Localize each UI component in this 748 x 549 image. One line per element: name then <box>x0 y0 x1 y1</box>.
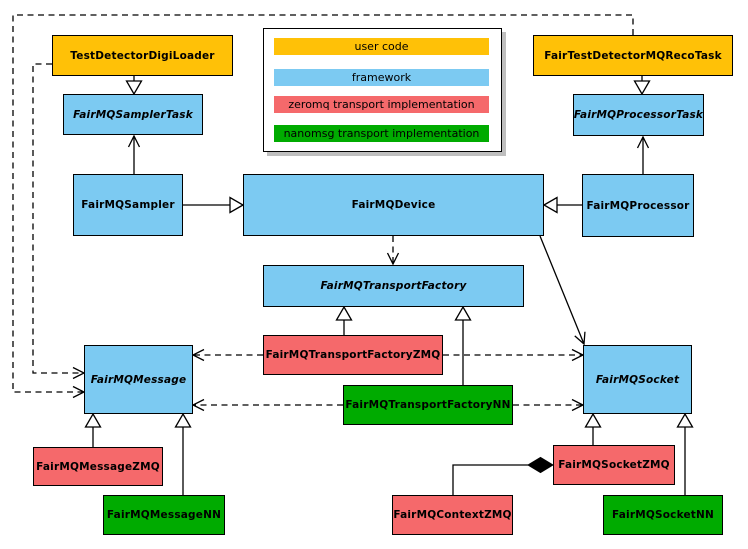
legend-panel: user code framework zeromq transport imple… <box>263 28 502 152</box>
hollow-triangle-arrowhead-icon <box>633 80 651 96</box>
edge-inherit-fairmqsocketzmq-fairmqsocket <box>584 412 602 445</box>
hollow-triangle-arrowhead-icon <box>125 80 143 96</box>
legend-item-label: framework <box>351 71 412 84</box>
edge-dep-fairmqtransportfactoryzmq-fairmqsocket <box>443 348 585 362</box>
edge-inherit-fairmqprocessor-fairmqdevice <box>542 196 582 214</box>
edge-assoc-fairmqdevice-fairmqsocket <box>539 235 586 346</box>
node-label-fairmqdevice: FairMQDevice <box>351 199 436 211</box>
node-fairmqmessage: FairMQMessage <box>84 345 193 414</box>
edge-inherit-fairmqmessagenn-fairmqmessage <box>174 412 192 495</box>
edge-dep-fairmqdevice-fairmqtransportfactory <box>386 236 400 266</box>
legend-item-nanomsg: nanomsg transport implementation <box>274 125 489 142</box>
node-fairmqmessagezmq: FairMQMessageZMQ <box>33 447 163 486</box>
legend-item-label: user code <box>354 40 409 53</box>
filled-diamond-icon <box>527 456 554 474</box>
legend-item-user_code: user code <box>274 38 489 55</box>
edge-line <box>539 235 585 345</box>
edge-inherit-fairmqtransportfactoryzmq-fairmqtransportfactory <box>335 305 353 335</box>
legend-item-label: nanomsg transport implementation <box>283 127 480 140</box>
edge-inherit-fairtestdetectormqrecotask-fairmqprocessortask <box>633 76 651 96</box>
hollow-triangle-arrowhead-icon <box>335 305 353 321</box>
legend-item-label: zeromq transport implementation <box>288 98 475 111</box>
edge-inherit-fairmqtransportfactorynn-fairmqtransportfactory <box>454 305 472 385</box>
node-label-testdetectordigiloader: TestDetectorDigiLoader <box>70 49 215 62</box>
edge-inherit-testdetectordigiloader-fairmqsamplertask <box>125 76 143 96</box>
node-label-fairmqsocket: FairMQSocket <box>595 373 680 386</box>
node-fairmqsampler: FairMQSampler <box>73 174 183 236</box>
node-fairmqdevice: FairMQDevice <box>243 174 544 236</box>
edge-dep-fairmqtransportfactorynn-fairmqsocket <box>513 398 585 412</box>
hollow-triangle-arrowhead-icon <box>542 196 558 214</box>
edge-inherit-fairmqsocketnn-fairmqsocket <box>676 412 694 495</box>
node-label-fairmqmessagezmq: FairMQMessageZMQ <box>36 460 160 473</box>
node-fairmqsocket: FairMQSocket <box>583 345 692 414</box>
hollow-triangle-arrowhead-icon <box>584 412 602 428</box>
node-label-fairmqprocessortask: FairMQProcessorTask <box>573 109 704 121</box>
node-label-fairmqtransportfactorynn: FairMQTransportFactoryNN <box>345 399 511 411</box>
node-label-fairmqtransportfactoryzmq: FairMQTransportFactoryZMQ <box>265 349 441 361</box>
open-arrowhead-icon <box>191 348 205 362</box>
node-label-fairmqmessagenn: FairMQMessageNN <box>106 509 222 521</box>
edge-assoc-fairmqprocessor-fairmqprocessortask <box>636 135 650 174</box>
edge-assoc-fairmqsampler-fairmqsamplertask <box>127 134 141 174</box>
legend-item-framework: framework <box>274 69 489 86</box>
node-fairmqtransportfactorynn: FairMQTransportFactoryNN <box>343 385 513 425</box>
edge-line <box>452 464 528 495</box>
node-label-fairtestdetectormqrecotask: FairTestDetectorMQRecoTask <box>544 49 722 62</box>
node-fairmqtransportfactoryzmq: FairMQTransportFactoryZMQ <box>263 335 443 375</box>
hollow-triangle-arrowhead-icon <box>676 412 694 428</box>
edge-dep-fairmqtransportfactorynn-fairmqmessage <box>191 398 343 412</box>
node-label-fairmqtransportfactory: FairMQTransportFactory <box>320 280 467 292</box>
node-fairmqprocessor: FairMQProcessor <box>582 174 694 237</box>
node-fairmqcontextzmq: FairMQContextZMQ <box>392 495 513 535</box>
node-label-fairmqcontextzmq: FairMQContextZMQ <box>393 509 512 521</box>
hollow-triangle-arrowhead-icon <box>454 305 472 321</box>
open-arrowhead-icon <box>386 252 400 266</box>
edge-dep-fairmqtransportfactoryzmq-fairmqmessage <box>191 348 263 362</box>
node-testdetectordigiloader: TestDetectorDigiLoader <box>52 35 233 76</box>
node-fairmqsocketzmq: FairMQSocketZMQ <box>553 445 675 485</box>
node-fairmqsamplertask: FairMQSamplerTask <box>63 94 203 135</box>
node-label-fairmqmessage: FairMQMessage <box>90 373 187 386</box>
edge-inherit-fairmqsampler-fairmqdevice <box>183 196 245 214</box>
hollow-triangle-arrowhead-icon <box>84 412 102 428</box>
node-fairtestdetectormqrecotask: FairTestDetectorMQRecoTask <box>533 35 733 76</box>
edge-line <box>12 14 634 393</box>
node-label-fairmqsocketnn: FairMQSocketNN <box>611 509 714 521</box>
node-fairmqsocketnn: FairMQSocketNN <box>603 495 723 535</box>
edge-inherit-fairmqmessagezmq-fairmqmessage <box>84 412 102 447</box>
node-label-fairmqsampler: FairMQSampler <box>81 199 175 211</box>
edge-line <box>32 63 84 374</box>
node-fairmqprocessortask: FairMQProcessorTask <box>573 94 704 136</box>
hollow-triangle-arrowhead-icon <box>174 412 192 428</box>
hollow-triangle-arrowhead-icon <box>229 196 245 214</box>
node-fairmqtransportfactory: FairMQTransportFactory <box>263 265 524 307</box>
edge-comp-fairmqcontextzmq-fairmqsocketzmq <box>452 456 554 495</box>
node-label-fairmqprocessor: FairMQProcessor <box>586 199 690 212</box>
node-label-fairmqsocketzmq: FairMQSocketZMQ <box>558 459 670 471</box>
legend-item-zeromq: zeromq transport implementation <box>274 96 489 113</box>
node-fairmqmessagenn: FairMQMessageNN <box>103 495 225 535</box>
node-label-fairmqsamplertask: FairMQSamplerTask <box>73 108 193 121</box>
